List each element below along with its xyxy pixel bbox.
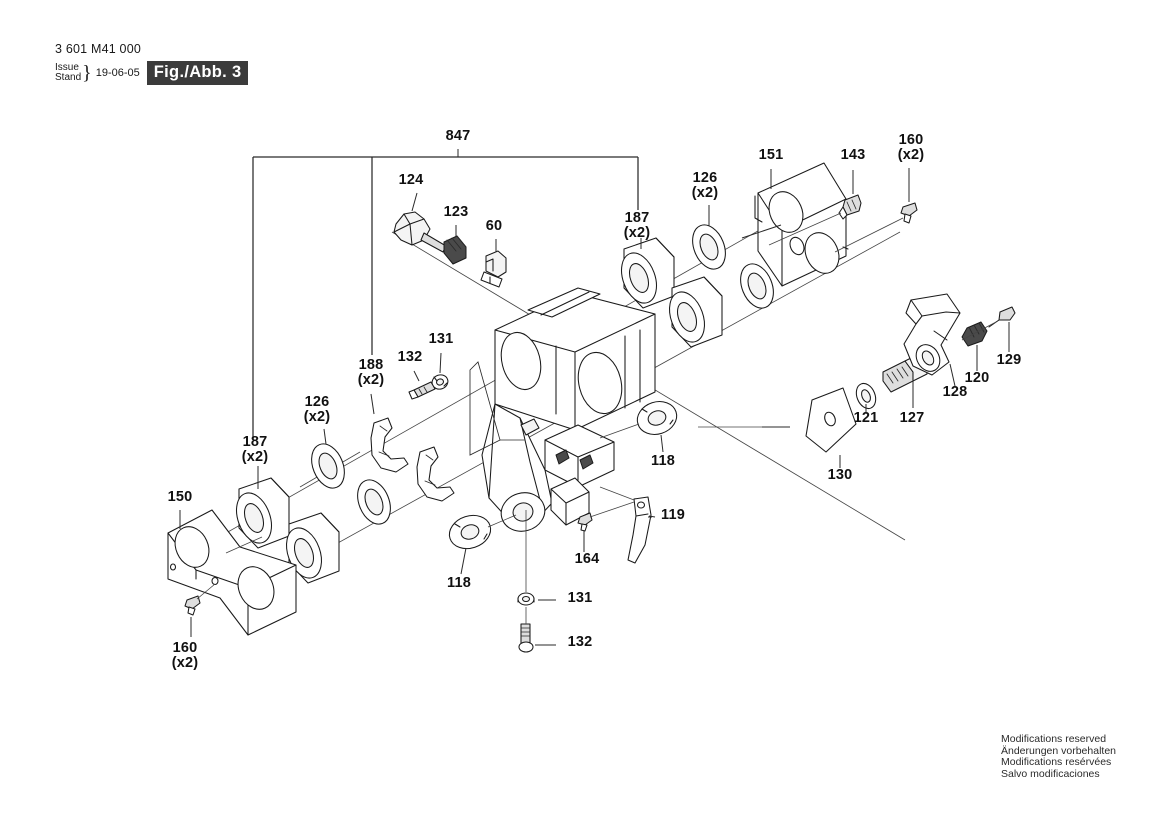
callout-127: 127	[899, 410, 925, 426]
callout-131-bottom: 131	[567, 590, 593, 606]
footer-line-fr: Modifications resérvées	[1001, 756, 1112, 769]
part-164-screw	[577, 501, 635, 552]
callout-129: 129	[996, 352, 1022, 368]
part-132-screw-upper	[408, 370, 436, 400]
stand-label: Stand	[55, 72, 82, 83]
issue-stand-labels: Issue Stand	[55, 61, 82, 84]
footer-line-en: Modifications reserved	[1001, 733, 1107, 745]
callout-124: 124	[398, 172, 424, 188]
part-129-pin	[961, 306, 1016, 352]
part-119-lever	[599, 486, 656, 564]
callout-118-left: 118	[447, 575, 471, 591]
issue-row: Issue Stand } 19-06-05 Fig./Abb. 3	[55, 61, 249, 85]
callout-151: 151	[758, 147, 784, 163]
figure-badge: Fig./Abb. 3	[146, 61, 249, 85]
callout-119: 119	[661, 507, 685, 523]
callout-847: 847	[445, 128, 471, 144]
part-gear-housing-body	[469, 287, 656, 532]
footer-line-de: Änderungen vorbehalten	[1001, 744, 1117, 757]
part-126-washer-upper-a	[692, 205, 726, 270]
part-143-screw	[768, 170, 862, 246]
part-130-diamond-plate	[698, 387, 857, 468]
part-187-roller-upper-a	[621, 237, 675, 309]
part-160-screw-bottom	[184, 583, 216, 637]
callout-164: 164	[574, 551, 600, 567]
callout-188: 188 (x2)	[357, 357, 385, 388]
part-118-flange-washer-left	[448, 514, 517, 575]
callout-132-bottom: 132	[567, 634, 593, 650]
issue-label: Issue	[55, 61, 79, 73]
callout-132-upper: 132	[397, 349, 423, 365]
part-132-screw-bottom	[518, 607, 556, 653]
brace-glyph: }	[82, 61, 92, 84]
part-128-lever	[903, 293, 961, 387]
callout-130: 130	[827, 467, 853, 483]
part-131-nut-bottom	[517, 510, 556, 606]
part-151-mounting-plate	[741, 162, 849, 287]
part-number: 3 601 M41 000	[55, 42, 141, 56]
callout-128: 128	[942, 384, 968, 400]
part-123-sleeve	[443, 225, 467, 265]
issue-date: 19-06-05	[95, 67, 140, 79]
callout-121: 121	[853, 410, 879, 426]
part-188-c-clip-a	[370, 393, 409, 473]
callout-123: 123	[443, 204, 469, 220]
part-131-nut-upper	[431, 352, 449, 390]
callout-118-right: 118	[651, 453, 675, 469]
callout-187-upper: 187 (x2)	[623, 210, 651, 241]
part-124-knob	[393, 192, 447, 253]
part-60-clip	[480, 239, 507, 288]
callout-126-upper: 126 (x2)	[691, 170, 719, 201]
part-121-washer	[855, 382, 877, 412]
part-150-mounting-plate	[167, 509, 297, 636]
callout-160-bottom: 160 (x2)	[171, 640, 199, 671]
part-118-flange-washer-right	[599, 401, 678, 453]
callout-60: 60	[485, 218, 503, 234]
part-126-washer-upper-b	[740, 263, 774, 309]
document-header: 3 601 M41 000 Issue Stand } 19-06-05 Fig…	[55, 42, 249, 85]
part-188-c-clip-b	[416, 446, 455, 502]
part-187-roller-lower-a	[236, 466, 290, 549]
group-bracket-847	[252, 149, 639, 440]
document-footer: Modifications reserved Änderungen vorbeh…	[1001, 733, 1117, 780]
part-160-screw-top	[834, 168, 918, 253]
part-120-spring-sleeve	[961, 321, 988, 371]
callout-131-upper: 131	[428, 331, 454, 347]
footer-line-es: Salvo modificaciones	[1001, 767, 1100, 780]
callout-150: 150	[167, 489, 193, 505]
callout-126-lower: 126 (x2)	[303, 394, 331, 425]
part-126-washer-lower-a	[311, 428, 345, 489]
callout-120: 120	[964, 370, 990, 386]
part-126-washer-lower-b	[357, 479, 391, 525]
callout-160-top: 160 (x2)	[897, 132, 925, 163]
callout-143: 143	[840, 147, 866, 163]
part-187-roller-upper-b	[669, 276, 723, 348]
callout-187-lower: 187 (x2)	[241, 434, 269, 465]
